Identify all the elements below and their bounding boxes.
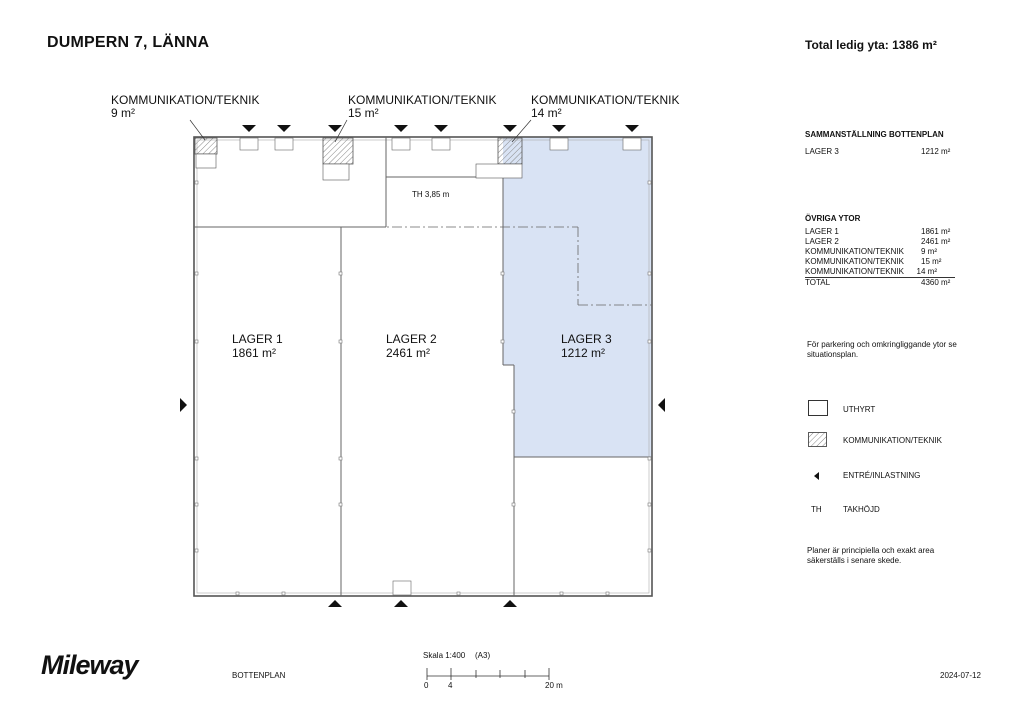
other-heading: ÖVRIGA YTOR	[805, 214, 861, 223]
callout-name: KOMMUNIKATION/TEKNIK	[348, 93, 497, 107]
room-name: LAGER 3	[561, 332, 612, 346]
legend-uthyrt-swatch	[808, 400, 828, 416]
room-area: 2461 m²	[386, 346, 431, 360]
legend-th-label: TAKHÖJD	[843, 505, 880, 514]
scale-end: 20 m	[545, 681, 563, 690]
entrance-arrow-icon	[180, 125, 665, 607]
summary-heading: SAMMANSTÄLLNING BOTTENPLAN	[805, 130, 944, 139]
plan-date: 2024-07-12	[940, 671, 981, 680]
hatch-pattern	[808, 432, 827, 447]
ceiling-height-label: TH 3,85 m	[412, 190, 450, 199]
room-name: LAGER 1	[232, 332, 283, 346]
lager-3-available-area	[503, 137, 652, 457]
room-area: 1212 m²	[561, 346, 606, 360]
disclaimer: Planer är principiella och exakt area sä…	[807, 546, 935, 565]
callout-name: KOMMUNIKATION/TEKNIK	[531, 93, 680, 107]
legend-komm-label: KOMMUNIKATION/TEKNIK	[843, 436, 942, 445]
callout-komm-1: KOMMUNIKATION/TEKNIK 9 m²	[111, 94, 259, 120]
room-area: 1861 m²	[232, 346, 277, 360]
room-lager-3: LAGER 3 1212 m²	[561, 332, 612, 360]
callout-area: 15 m²	[348, 106, 379, 120]
legend-th-abbr: TH	[811, 505, 822, 514]
entrance-arrow-icon	[814, 472, 819, 480]
legend-uthyrt-label: UTHYRT	[843, 405, 876, 414]
legend-entre-label: ENTRÉ/INLASTNING	[843, 471, 921, 480]
callout-area: 14 m²	[531, 106, 562, 120]
room-lager-2: LAGER 2 2461 m²	[386, 332, 437, 360]
page-title: DUMPERN 7, LÄNNA	[47, 34, 210, 51]
scale-mid: 4	[448, 681, 453, 690]
callout-komm-3: KOMMUNIKATION/TEKNIK 14 m²	[531, 94, 679, 120]
room-name: LAGER 2	[386, 332, 437, 346]
scale-start: 0	[424, 681, 429, 690]
summary-row: LAGER 3 1212 m²	[805, 147, 951, 156]
callout-name: KOMMUNIKATION/TEKNIK	[111, 93, 260, 107]
scale-bar	[426, 668, 550, 680]
paper-size: (A3)	[475, 651, 491, 660]
scale-label: Skala 1:400	[423, 651, 466, 660]
room-lager-1: LAGER 1 1861 m²	[232, 332, 283, 360]
parking-note: För parkering och omkringliggande ytor s…	[807, 340, 957, 359]
summary-table: LAGER 3 1212 m²	[805, 147, 961, 157]
total-available-area: Total ledig yta: 1386 m²	[805, 38, 937, 52]
building-outline	[193, 136, 653, 597]
callout-komm-2: KOMMUNIKATION/TEKNIK 15 m²	[348, 94, 496, 120]
mileway-logo: Mileway	[41, 650, 139, 680]
plan-name: BOTTENPLAN	[232, 671, 286, 680]
callout-area: 9 m²	[111, 106, 135, 120]
